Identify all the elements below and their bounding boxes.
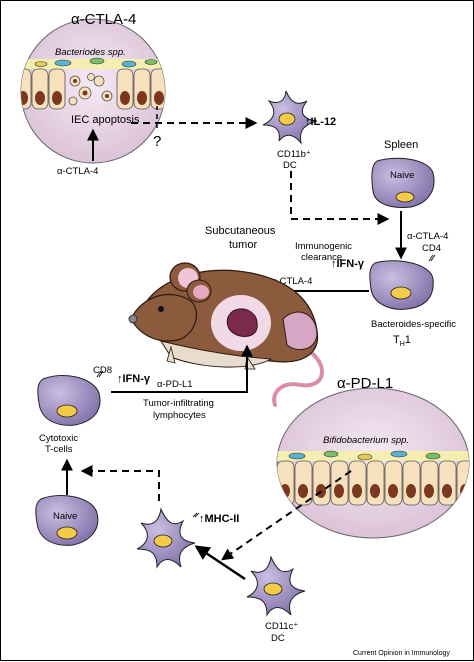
dc-label-bottom: DC xyxy=(271,633,285,644)
ctla4-antibody-label: α-CTLA-4 xyxy=(57,166,98,177)
cd11b-dendritic-cell: ↑IL-12 CD11b⁺ DC xyxy=(262,90,336,171)
mhc-ii-marker: ↑MHC-II xyxy=(199,513,239,525)
til-to-tumor-arrow xyxy=(111,344,253,393)
dc-to-cytotoxic-arrow xyxy=(80,465,160,501)
til-label-2: lymphocytes xyxy=(153,410,206,421)
tumor-label: tumor xyxy=(229,239,257,251)
cd11c-label: CD11c⁺ xyxy=(265,621,298,632)
bacteroides-label: Bacteriodes spp. xyxy=(55,47,126,58)
dc-label-top: DC xyxy=(283,160,297,171)
mouse-illustration xyxy=(128,262,324,407)
cd4-label: CD4 xyxy=(422,243,441,254)
center-ctla4-label: α-CTLA-4 xyxy=(271,276,312,287)
tumor-mass xyxy=(226,308,258,337)
spleen-ctla4-label: α-CTLA-4 xyxy=(407,231,448,242)
immunogenic-label: Immunogenic xyxy=(295,241,352,252)
ctla4-heading: α-CTLA-4 xyxy=(71,11,136,28)
pdl1-center-label: α-PD-L1 xyxy=(157,379,193,390)
journal-credit: Current Opinion in Immunology xyxy=(353,650,450,657)
ifn-cytotoxic: ↑IFN-γ xyxy=(117,373,151,385)
dc-maturation-arrow xyxy=(194,545,246,581)
naive-t-cell-spleen: Naive xyxy=(371,157,435,208)
clearance-label: clearance xyxy=(301,252,342,263)
naive-t-cell-bottom: Naive xyxy=(35,495,99,546)
unknown-mechanism-mark: ? xyxy=(153,133,161,150)
dc-to-spleen-arrow xyxy=(290,171,390,225)
pdl1-gut-panel: Bifidobacterium spp. xyxy=(276,387,470,539)
cytotoxic-t-cell xyxy=(37,370,104,426)
naive-label-spleen: Naive xyxy=(390,170,414,181)
ifn-spleen: ↑IFN-γ xyxy=(331,258,365,270)
iec-apoptosis-label: IEC apoptosis xyxy=(71,114,140,126)
il12-marker: ↑IL-12 xyxy=(305,116,336,128)
t-cells-label: T-cells xyxy=(45,444,73,455)
mhc-ii-dendritic-cell xyxy=(136,507,200,569)
naive-label-bottom: Naive xyxy=(53,511,77,522)
cd11b-label: CD11b⁺ xyxy=(277,149,311,160)
spleen-title: Spleen xyxy=(384,139,418,151)
cd8-label: CD8 xyxy=(93,365,112,376)
th1-cell xyxy=(369,254,436,310)
gut-to-dc-arrow xyxy=(221,470,352,561)
til-label-1: Tumor-infiltrating xyxy=(143,398,214,409)
subcutaneous-label: Subcutaneous xyxy=(205,225,276,237)
th1-label: TH1 xyxy=(393,334,411,348)
bifidobacterium-label: Bifidobacterium spp. xyxy=(323,435,409,446)
cd11c-dendritic-cell xyxy=(246,555,306,617)
ctla4-gut-panel: α-CTLA-4 Bacteriodes spp. IEC apoptosis … xyxy=(20,11,166,177)
bacteroides-specific-label: Bacteroides-specific xyxy=(371,319,456,330)
cytotoxic-label: Cytotoxic xyxy=(39,433,78,444)
spleen-group: Spleen Naive α-CTLA-4 CD4 ↑IFN-γ Bactero… xyxy=(331,139,456,348)
